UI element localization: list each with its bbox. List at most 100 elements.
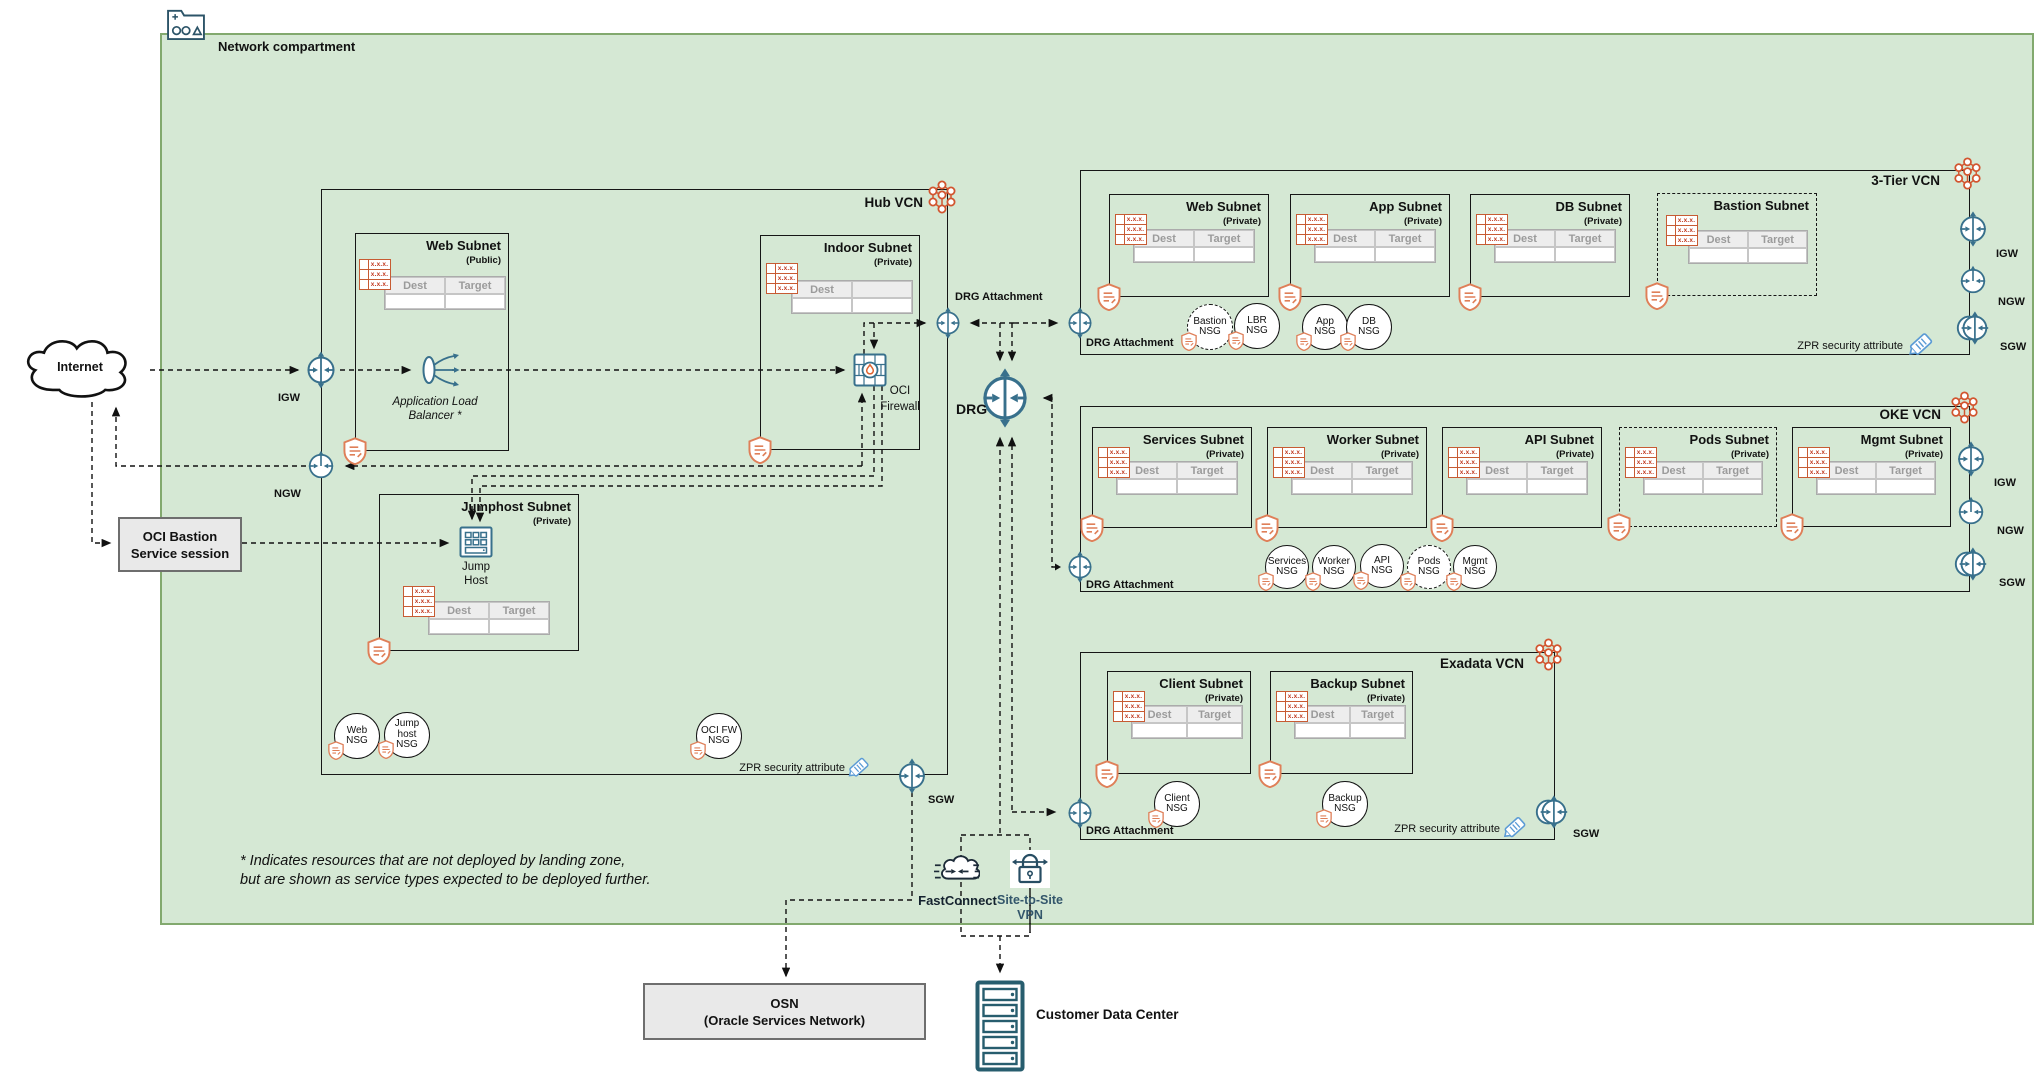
oci-firewall-icon (853, 353, 887, 387)
drg-attachment-icon-hub (931, 306, 965, 340)
route-row: x.x.x. (1677, 237, 1696, 244)
nsg-shield-icon (1258, 572, 1274, 591)
route-row: x.x.x. (1124, 713, 1143, 720)
nsg-shield-icon (1305, 572, 1321, 591)
ngw-label: NGW (1997, 525, 2024, 537)
route-row: x.x.x. (1636, 459, 1655, 466)
subnet-name: Web Subnet (1186, 199, 1261, 214)
route-rules-table: Dest Target (1291, 461, 1413, 495)
three-tier-vcn-title: 3-Tier VCN (1871, 173, 1940, 188)
compartment-folder-icon (166, 7, 206, 41)
subnet-name: Services Subnet (1142, 432, 1244, 447)
sgw-label: SGW (928, 794, 955, 806)
col-target: Target (1350, 706, 1405, 723)
route-row: x.x.x. (414, 608, 433, 615)
col-target: Target (1748, 231, 1807, 248)
route-row: x.x.x. (1809, 469, 1828, 476)
route-table-icon: x.x.x. x.x.x. x.x.x. (1113, 691, 1145, 722)
route-rules-table: Dest (791, 280, 913, 314)
exadata-backup-subnet: Backup Subnet (Private) (1270, 671, 1413, 774)
route-row: x.x.x. (1284, 459, 1303, 466)
customer-dc-label: Customer Data Center (1036, 1007, 1179, 1022)
table-cell (1134, 247, 1194, 262)
col-dest: Dest (1117, 462, 1177, 479)
route-rules-table: Dest Target (384, 276, 506, 310)
oke-pods-subnet: Pods Subnet (Private) (1619, 427, 1777, 527)
table-cell (1194, 247, 1254, 262)
table-cell (1292, 479, 1352, 494)
table-cell (489, 619, 549, 634)
sgw-icon (893, 757, 931, 795)
sgw-label: SGW (1573, 828, 1600, 840)
oke-services-subnet: Services Subnet (Private) (1092, 427, 1252, 528)
subnet-name: Mgmt Subnet (1860, 432, 1943, 447)
security-list-icon (1278, 283, 1302, 311)
igw-icon (301, 350, 341, 390)
subnet-name: Backup Subnet (1310, 676, 1405, 691)
route-table-icon: x.x.x. x.x.x. x.x.x. (1448, 447, 1480, 478)
route-row: x.x.x. (1487, 216, 1506, 223)
zpr-tag-icon (845, 755, 871, 781)
subnet-name: App Subnet (1369, 199, 1442, 214)
nsg-shield-icon (1446, 572, 1462, 591)
route-table-icon: x.x.x. x.x.x. x.x.x. (1115, 214, 1147, 245)
col-dest: Dest (1134, 230, 1194, 247)
subnet-visibility: (Private) (1366, 693, 1405, 704)
exadata-vcn-title: Exadata VCN (1439, 656, 1524, 671)
col-dest: Dest (1292, 462, 1352, 479)
route-row: x.x.x. (1287, 693, 1306, 700)
table-cell (1555, 247, 1615, 262)
col-dest: Dest (1644, 462, 1703, 479)
col-target: Target (1177, 462, 1237, 479)
sgw-label: SGW (1999, 577, 2026, 589)
oke-worker-subnet: Worker Subnet (Private) (1267, 427, 1427, 528)
exadata-client-subnet: Client Subnet (Private) (1107, 671, 1251, 774)
zpr-tag-icon (1500, 814, 1528, 842)
subnet-name: Indoor Subnet (823, 240, 912, 255)
exadata-vcn-icon (1532, 638, 1565, 671)
route-row: x.x.x. (1126, 226, 1145, 233)
fastconnect-icon (934, 847, 980, 893)
oke-vcn-title: OKE VCN (1879, 407, 1941, 422)
route-row: x.x.x. (1809, 459, 1828, 466)
subnet-name: Jumphost Subnet (461, 499, 571, 514)
col-dest: Dest (1689, 231, 1748, 248)
route-table-icon: x.x.x. x.x.x. x.x.x. (1798, 447, 1830, 478)
route-row: x.x.x. (777, 265, 796, 272)
exadata-vcn-box (1080, 652, 1555, 840)
igw-icon (1954, 210, 1992, 248)
col-dest: Dest (1495, 230, 1555, 247)
drg-attachment-icon-3tier (1063, 306, 1097, 340)
col-target: Target (1352, 462, 1412, 479)
subnet-visibility: (Private) (1555, 449, 1594, 460)
route-rules-table: Dest Target (1133, 229, 1255, 263)
route-row: x.x.x. (414, 588, 433, 595)
route-row: x.x.x. (1109, 449, 1128, 456)
route-table-icon: x.x.x. x.x.x. x.x.x. (1296, 214, 1328, 245)
route-row: x.x.x. (1677, 227, 1696, 234)
route-table-icon: x.x.x. x.x.x. x.x.x. (1273, 447, 1305, 478)
table-cell (792, 298, 852, 313)
subnet-visibility: (Private) (1403, 216, 1442, 227)
vpn-label-line1: Site-to-Site (997, 893, 1063, 907)
security-list-icon (1255, 514, 1279, 542)
table-cell (1689, 248, 1748, 263)
ngw-label: NGW (1998, 296, 2025, 308)
col-target-empty (852, 281, 912, 298)
hub-vcn-title: Hub VCN (864, 195, 924, 210)
col-target: Target (445, 277, 505, 294)
route-rules-table: Dest Target (1314, 229, 1436, 263)
nsg-services: Services NSG (1265, 545, 1309, 589)
route-row: x.x.x. (1487, 226, 1506, 233)
security-list-icon (367, 637, 391, 665)
security-list-icon (1645, 282, 1669, 310)
route-row: x.x.x. (1459, 449, 1478, 456)
sgw-icon (1952, 309, 1994, 347)
sgw-icon (1950, 545, 1992, 583)
nsg-shield-icon (1181, 332, 1197, 351)
route-row: x.x.x. (370, 281, 389, 288)
subnet-name: Client Subnet (1159, 676, 1243, 691)
